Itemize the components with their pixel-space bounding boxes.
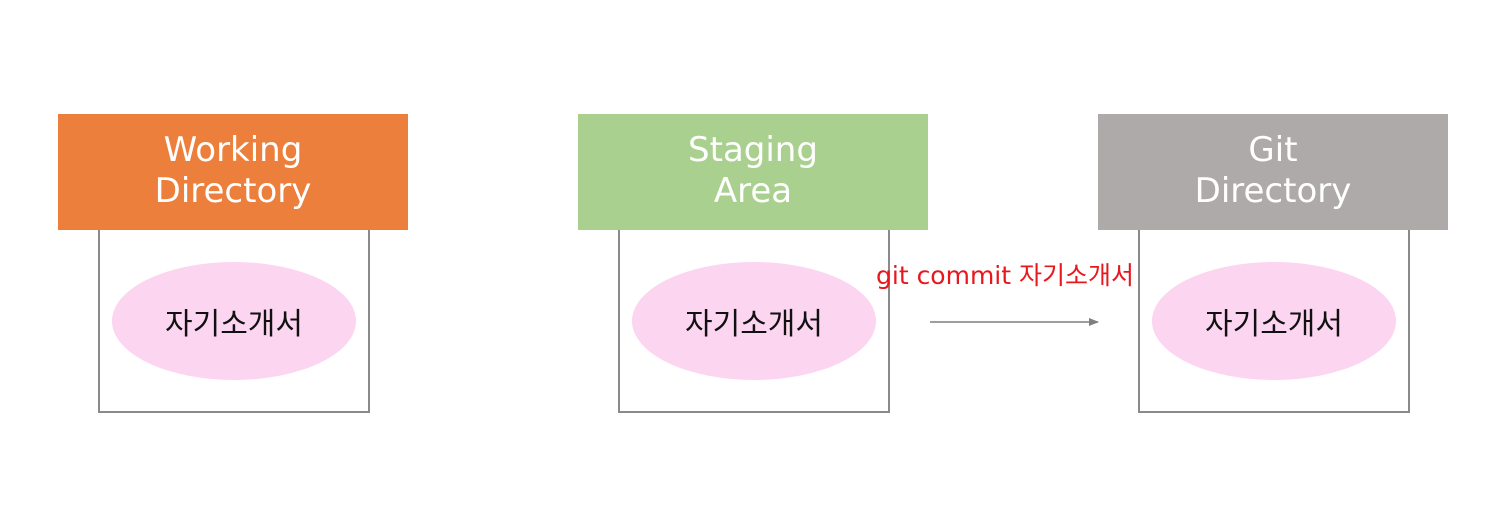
staging-area-file-label: 자기소개서 xyxy=(685,307,823,342)
staging-area-header: Staging Area xyxy=(578,114,928,230)
staging-area-file: 자기소개서 xyxy=(632,262,876,380)
git-directory-header: Git Directory xyxy=(1098,114,1448,230)
git-directory-title: Git Directory xyxy=(1194,130,1352,211)
git-directory-file-label: 자기소개서 xyxy=(1205,307,1343,342)
staging-area-title: Staging Area xyxy=(688,130,818,211)
working-directory-file: 자기소개서 xyxy=(112,262,356,380)
working-directory-header: Working Directory xyxy=(58,114,408,230)
commit-arrow-label: git commit 자기소개서 xyxy=(876,261,1135,290)
working-directory-file-label: 자기소개서 xyxy=(165,307,303,342)
working-directory-title: Working Directory xyxy=(154,130,312,211)
git-directory-file: 자기소개서 xyxy=(1152,262,1396,380)
